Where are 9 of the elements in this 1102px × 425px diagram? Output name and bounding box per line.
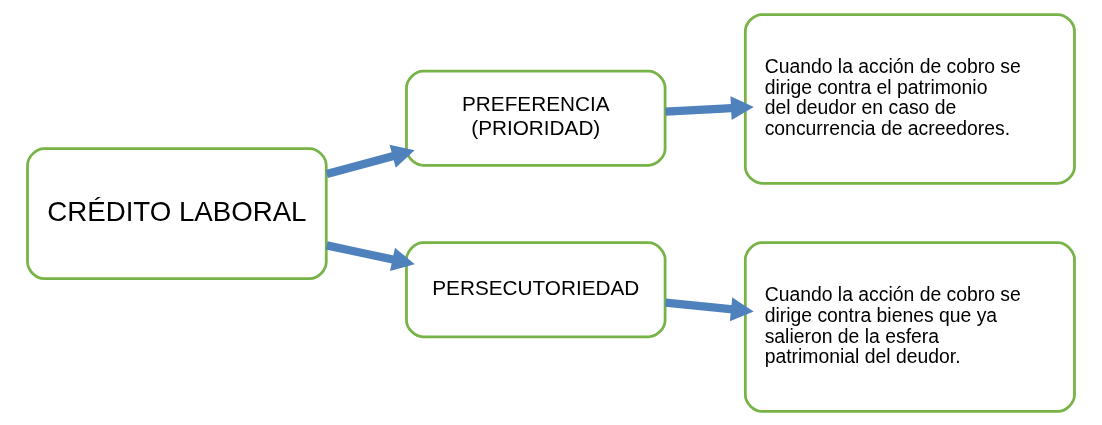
node-box: PERSECUTORIEDAD (405, 240, 667, 338)
node-box: Cuando la acción de cobro se dirige contra el patrimonio del deudor en caso de concurrencia de acreedores. (743, 12, 1076, 185)
node-box: PREFERENCIA (PRIORIDAD) (405, 69, 667, 167)
arrow (325, 144, 415, 178)
arrow (325, 240, 415, 271)
arrow (665, 95, 754, 120)
node-box: Cuando la acción de cobro se dirige contra bienes que ya salieron de la esfera patrimonial del deudor. (743, 240, 1076, 413)
arrow (665, 296, 754, 321)
node-box: CRÉDITO LABORAL (26, 146, 328, 280)
